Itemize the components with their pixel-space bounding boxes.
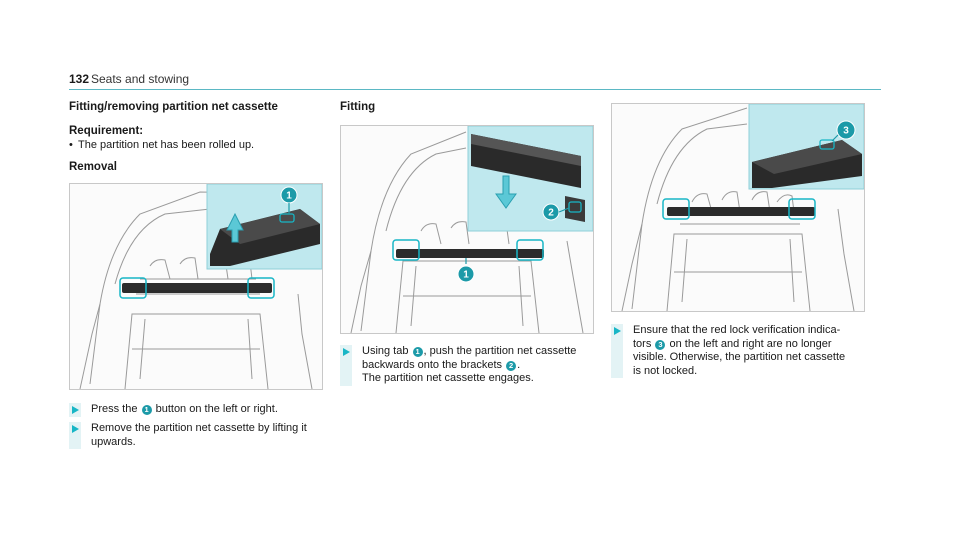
figure-verify-lock: 3 [611,103,865,312]
step-push-cassette: Using tab 1, push the partition net cass… [340,345,596,386]
requirement-item: The partition net has been rolled up. [69,138,325,152]
partition-cassette [122,283,272,293]
callout-ref: 2 [506,360,517,371]
callout-number: 1 [286,191,292,202]
callout-ref: 3 [655,339,666,350]
requirement-label: Requirement: [69,125,144,137]
callout-number: 1 [463,270,469,281]
arrow-down-icon [495,175,517,209]
highlight-left [119,277,147,299]
partition-cassette [396,249,544,258]
fitting-heading: Fitting [340,101,376,113]
column-removal: Fitting/removing partition net cassette … [69,100,325,174]
highlight-right [247,277,275,299]
callout-badge [457,265,475,283]
partition-cassette [667,207,815,216]
highlight-left [662,198,690,220]
header-rule [69,89,881,90]
figure-fitting-illustration: 1 2 [350,126,593,333]
section-title: Seats and stowing [91,72,190,86]
figure-verify-illustration: 3 [621,104,864,311]
step-arrow-icon [72,425,79,433]
arrow-up-icon [226,212,244,243]
highlight-right [516,239,544,261]
figure-removal-illustration: 1 [79,184,322,389]
step-arrow-icon [72,406,79,414]
section-heading: Fitting/removing partition net cassette [69,101,278,113]
step-arrow-icon [614,327,621,335]
removal-heading: Removal [69,161,117,173]
figure-fitting: 1 2 [340,125,594,334]
step-verify-lock: Ensure that the red lock verification in… [611,324,867,378]
page-number: 132 [69,72,90,86]
callout-badge [836,120,856,140]
callout-ref: 1 [412,347,423,357]
page-header: 132 Seats and stowing [69,72,881,92]
step-arrow-icon [343,348,350,356]
figure-removal: 1 [69,183,323,390]
callout-ref: 1 [141,405,152,415]
highlight-left [392,239,420,261]
callout-number: 2 [548,208,554,219]
step-press-button: Press the 1 button on the left or right. [69,403,325,417]
step-remove-cassette: Remove the partition net cassette by lif… [69,422,325,449]
callout-number: 3 [843,126,849,137]
highlight-right [788,198,816,220]
column-fitting: Fitting [340,100,596,124]
